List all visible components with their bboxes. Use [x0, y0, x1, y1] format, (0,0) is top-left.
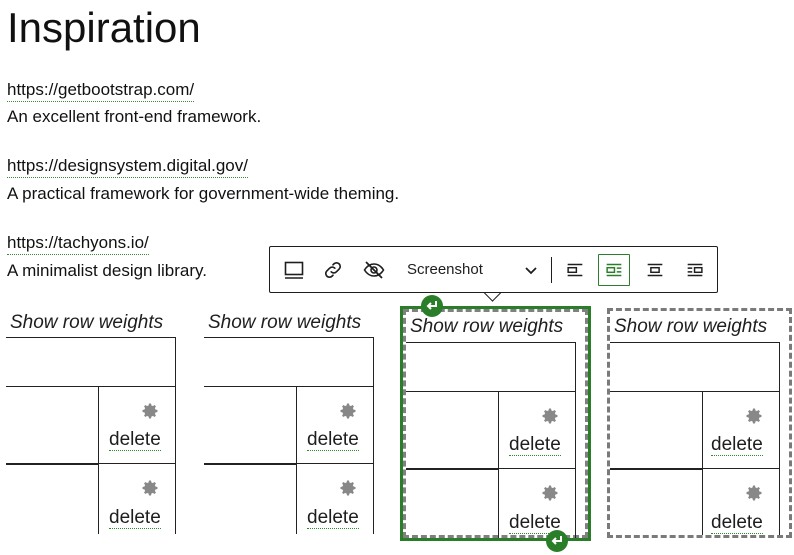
- page-title: Inspiration: [7, 4, 201, 51]
- wrap-left-button[interactable]: [598, 254, 630, 286]
- grid-line: [6, 463, 98, 465]
- toolbar-separator: [551, 257, 552, 283]
- gear-icon[interactable]: [541, 484, 559, 502]
- wrap-right-icon: [687, 263, 703, 277]
- gear-icon[interactable]: [745, 484, 763, 502]
- gallery-panel[interactable]: Show row weights delete delete: [607, 308, 792, 538]
- panel-heading: Show row weights: [208, 312, 362, 333]
- delete-link[interactable]: delete: [509, 512, 561, 534]
- delete-link[interactable]: delete: [711, 512, 763, 534]
- link-description: An excellent front-end framework.: [7, 107, 262, 126]
- gear-icon[interactable]: [339, 402, 357, 420]
- grid-line: [610, 468, 702, 470]
- panel-heading: Show row weights: [410, 316, 564, 337]
- grid-cell: [498, 391, 576, 469]
- link-button[interactable]: [317, 254, 349, 286]
- link-description: A practical framework for government-wid…: [7, 184, 400, 203]
- gear-icon[interactable]: [745, 407, 763, 425]
- link-designsystem[interactable]: https://designsystem.digital.gov/: [7, 155, 248, 178]
- gear-icon[interactable]: [141, 479, 159, 497]
- align-left-button[interactable]: [559, 254, 591, 286]
- chevron-down-icon: [525, 267, 537, 275]
- delete-link[interactable]: delete: [509, 434, 561, 456]
- panel-heading: Show row weights: [10, 312, 164, 333]
- align-left-icon: [567, 263, 583, 277]
- wrap-right-button[interactable]: [679, 254, 711, 286]
- gallery-panel-selected[interactable]: Show row weights delete delete: [400, 306, 591, 541]
- gallery-panel[interactable]: Show row weights delete delete: [6, 308, 176, 534]
- gallery-panel[interactable]: Show row weights delete delete: [204, 308, 374, 534]
- delete-link[interactable]: delete: [109, 429, 161, 451]
- enter-icon: [426, 301, 437, 310]
- grid-cell: [296, 463, 374, 534]
- wrap-left-icon: [606, 263, 622, 277]
- enter-icon: [551, 536, 562, 545]
- hide-button[interactable]: [358, 254, 390, 286]
- delete-link[interactable]: delete: [109, 507, 161, 529]
- style-dropdown-button[interactable]: [515, 254, 547, 286]
- gear-icon[interactable]: [541, 407, 559, 425]
- grid-cell: [702, 391, 780, 469]
- gear-icon[interactable]: [339, 479, 357, 497]
- link-getbootstrap[interactable]: https://getbootstrap.com/: [7, 79, 195, 102]
- grid-cell: [296, 386, 374, 464]
- grid-cell: [6, 337, 176, 387]
- gear-icon[interactable]: [141, 402, 159, 420]
- delete-link[interactable]: delete: [307, 429, 359, 451]
- link-icon: [324, 261, 342, 279]
- grid-cell: [702, 468, 780, 535]
- grid-cell: [98, 463, 176, 534]
- grid-line: [406, 468, 498, 470]
- grid-cell: [98, 386, 176, 464]
- panel-heading: Show row weights: [614, 316, 768, 337]
- grid-cell: [610, 342, 780, 392]
- insert-after-button[interactable]: [546, 530, 568, 552]
- align-center-icon: [647, 263, 663, 277]
- style-dropdown-label[interactable]: Screenshot: [407, 261, 483, 278]
- link-description: A minimalist design library.: [7, 261, 207, 280]
- grid-cell: [204, 337, 374, 387]
- align-center-button[interactable]: [639, 254, 671, 286]
- delete-link[interactable]: delete: [307, 507, 359, 529]
- image-button[interactable]: [278, 254, 310, 286]
- grid-cell: [498, 468, 576, 538]
- image-icon: [284, 261, 304, 279]
- hide-icon: [363, 261, 385, 279]
- grid-cell: [406, 342, 576, 392]
- link-tachyons[interactable]: https://tachyons.io/: [7, 232, 149, 255]
- block-toolbar: Screenshot: [269, 246, 718, 293]
- insert-before-button[interactable]: [421, 295, 443, 317]
- delete-link[interactable]: delete: [711, 434, 763, 456]
- grid-line: [204, 463, 296, 465]
